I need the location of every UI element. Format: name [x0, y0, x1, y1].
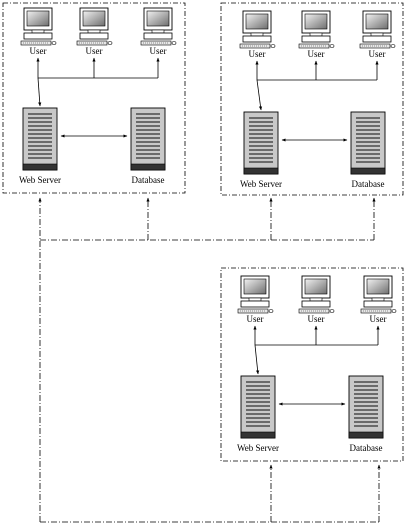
- tower-body: [22, 107, 58, 171]
- database-server: Database: [350, 111, 386, 189]
- user-computer: User: [298, 10, 335, 59]
- user-label: User: [247, 314, 264, 324]
- screen: [365, 13, 389, 30]
- database-server: Database: [348, 375, 384, 453]
- user-computer: User: [239, 10, 276, 59]
- tower-body: [350, 111, 386, 175]
- monitor-stand: [151, 29, 165, 34]
- database-server-label: Database: [132, 175, 165, 185]
- screen: [82, 10, 106, 27]
- desktop-base: [301, 300, 331, 308]
- bus-to-server-arrow: [254, 344, 260, 375]
- database-server: Database: [130, 107, 166, 185]
- monitor-stand: [371, 297, 385, 302]
- user-label: User: [369, 49, 386, 59]
- monitor-stand: [309, 297, 323, 302]
- screen: [243, 278, 267, 295]
- tower-base: [348, 431, 384, 439]
- desktop-base: [242, 35, 272, 43]
- screen: [146, 10, 170, 27]
- tower-base: [243, 167, 279, 175]
- web-server-label: Web Server: [19, 175, 61, 185]
- screen: [26, 10, 50, 27]
- user-label: User: [30, 46, 47, 56]
- monitor-stand: [31, 29, 45, 34]
- tower-body: [130, 107, 166, 171]
- bus-to-server-arrow: [256, 79, 263, 111]
- desktop-base: [363, 300, 393, 308]
- user-label: User: [249, 49, 266, 59]
- user-computer: User: [20, 7, 57, 56]
- user-label: User: [308, 314, 325, 324]
- mouse-icon: [329, 309, 335, 313]
- monitor-stand: [250, 32, 264, 37]
- desktop-base: [301, 35, 331, 43]
- user-label: User: [86, 46, 103, 56]
- mouse-icon: [51, 41, 57, 45]
- monitor-stand: [370, 32, 384, 37]
- tower-base: [130, 163, 166, 171]
- tower-body: [243, 111, 279, 175]
- inter-cluster-links: [38, 197, 381, 523]
- web-server: Web Server: [237, 375, 279, 453]
- database-server-label: Database: [350, 443, 383, 453]
- desktop-base: [143, 32, 173, 40]
- user-computer: User: [298, 275, 335, 324]
- monitor-stand: [248, 297, 262, 302]
- user-computer: User: [76, 7, 113, 56]
- user-label: User: [308, 49, 325, 59]
- mouse-icon: [171, 41, 177, 45]
- user-label: User: [370, 314, 387, 324]
- mouse-icon: [391, 309, 397, 313]
- cluster-border: [2, 2, 186, 194]
- tower-body: [348, 375, 384, 439]
- user-computer: User: [360, 275, 397, 324]
- screen: [366, 278, 390, 295]
- database-server-label: Database: [352, 179, 385, 189]
- monitor-stand: [309, 32, 323, 37]
- web-server: Web Server: [240, 111, 282, 189]
- screen: [245, 13, 269, 30]
- mouse-icon: [270, 44, 276, 48]
- bus-to-server-arrow: [37, 77, 42, 107]
- user-computer: User: [237, 275, 274, 324]
- screen: [304, 13, 328, 30]
- tower-base: [350, 167, 386, 175]
- cluster-border: [220, 2, 404, 196]
- monitor-stand: [87, 29, 101, 34]
- user-computer: User: [140, 7, 177, 56]
- cluster-border: [220, 267, 404, 462]
- mouse-icon: [390, 44, 396, 48]
- desktop-base: [79, 32, 109, 40]
- desktop-base: [362, 35, 392, 43]
- mouse-icon: [268, 309, 274, 313]
- tower-base: [240, 431, 276, 439]
- screen: [304, 278, 328, 295]
- desktop-base: [240, 300, 270, 308]
- web-server-label: Web Server: [237, 443, 279, 453]
- mouse-icon: [107, 41, 113, 45]
- tower-body: [240, 375, 276, 439]
- web-server: Web Server: [19, 107, 61, 185]
- tower-base: [22, 163, 58, 171]
- user-computer: User: [359, 10, 396, 59]
- user-label: User: [150, 46, 167, 56]
- web-server-label: Web Server: [240, 179, 282, 189]
- desktop-base: [23, 32, 53, 40]
- mouse-icon: [329, 44, 335, 48]
